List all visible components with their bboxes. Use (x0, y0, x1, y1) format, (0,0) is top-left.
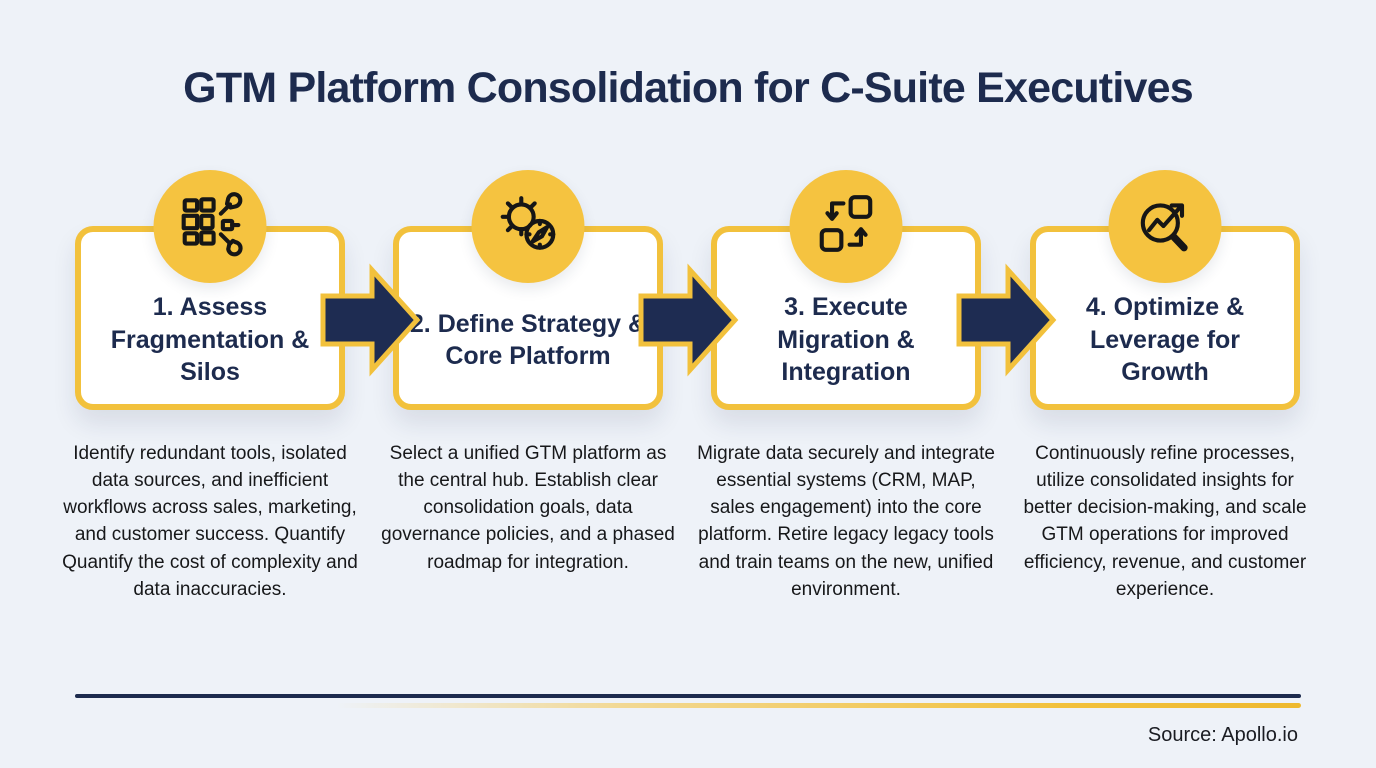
step-2-title: 2. Define Strategy & Core Platform (409, 309, 647, 371)
step-3-icon-circle (789, 170, 903, 283)
step-1-icon-circle (153, 170, 267, 283)
source-attribution: Source: Apollo.io (1147, 724, 1298, 746)
step-3-description: Migrate data securely and integrate esse… (697, 443, 995, 600)
page-title: GTM Platform Consolidation for C-Suite E… (183, 64, 1193, 112)
step-4-title: 4. Optimize & Leverage for Growth (1085, 293, 1245, 387)
step-1-title: 1. Assess Fragmentation & Silos (110, 293, 310, 387)
step-4-description: Continuously refine processes, utilize c… (1023, 443, 1307, 600)
footer-divider-navy (75, 694, 1301, 698)
footer-divider-gold (336, 703, 1301, 708)
gear-compass-icon (495, 191, 561, 262)
growth-magnifier-icon (1132, 191, 1198, 262)
step-1-description: Identify redundant tools, isolated data … (62, 443, 358, 600)
step-2-description: Select a unified GTM platform as the cen… (381, 443, 675, 573)
arrow-right-icon (320, 262, 422, 378)
step-4-icon-circle (1108, 170, 1222, 283)
arrow-right-icon (638, 262, 740, 378)
swap-squares-icon (813, 191, 879, 262)
fragmented-blocks-tools-icon (177, 191, 243, 262)
step-2-icon-circle (471, 170, 585, 283)
step-3-title: 3. Execute Migration & Integration (777, 293, 915, 387)
process-steps-row: 1. Assess Fragmentation & Silos Identify… (0, 170, 1376, 680)
arrow-right-icon (956, 262, 1058, 378)
